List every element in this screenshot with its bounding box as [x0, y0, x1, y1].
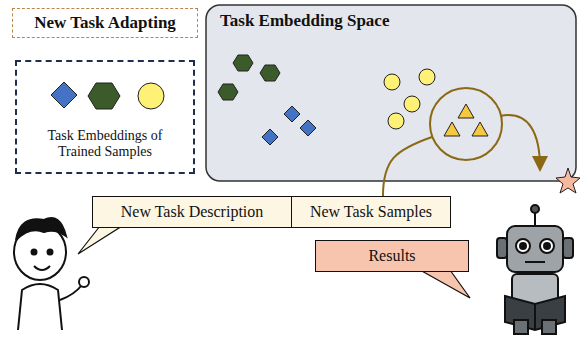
embedding-panel — [206, 5, 576, 181]
person-figure — [14, 218, 89, 330]
node-text: Results — [368, 247, 415, 265]
speech-box: New Task Samples — [291, 196, 451, 228]
node-text: Task Embeddings of Trained Samples — [25, 128, 185, 160]
heading-box: New Task Adapting — [12, 8, 198, 38]
embedding-points — [218, 55, 502, 160]
node-text: New Task Description — [121, 203, 264, 221]
embedding-space: Task Embedding Space — [206, 5, 576, 181]
legend-shapes — [51, 82, 164, 109]
node-text: Task Embedding Space — [220, 11, 576, 31]
node-text: New Task Adapting — [34, 13, 176, 33]
star — [556, 168, 580, 193]
flow-arrow — [500, 115, 540, 168]
legend-box: Task Embeddings of Trained Samples — [15, 60, 195, 174]
node-text: New Task Samples — [310, 203, 432, 221]
speech-box: New Task Description — [92, 196, 292, 228]
robot-figure — [497, 205, 573, 334]
bubble-tail — [78, 226, 122, 254]
bubble-tail — [420, 270, 470, 298]
result-box: Results — [315, 240, 469, 272]
flow-line — [383, 137, 432, 196]
